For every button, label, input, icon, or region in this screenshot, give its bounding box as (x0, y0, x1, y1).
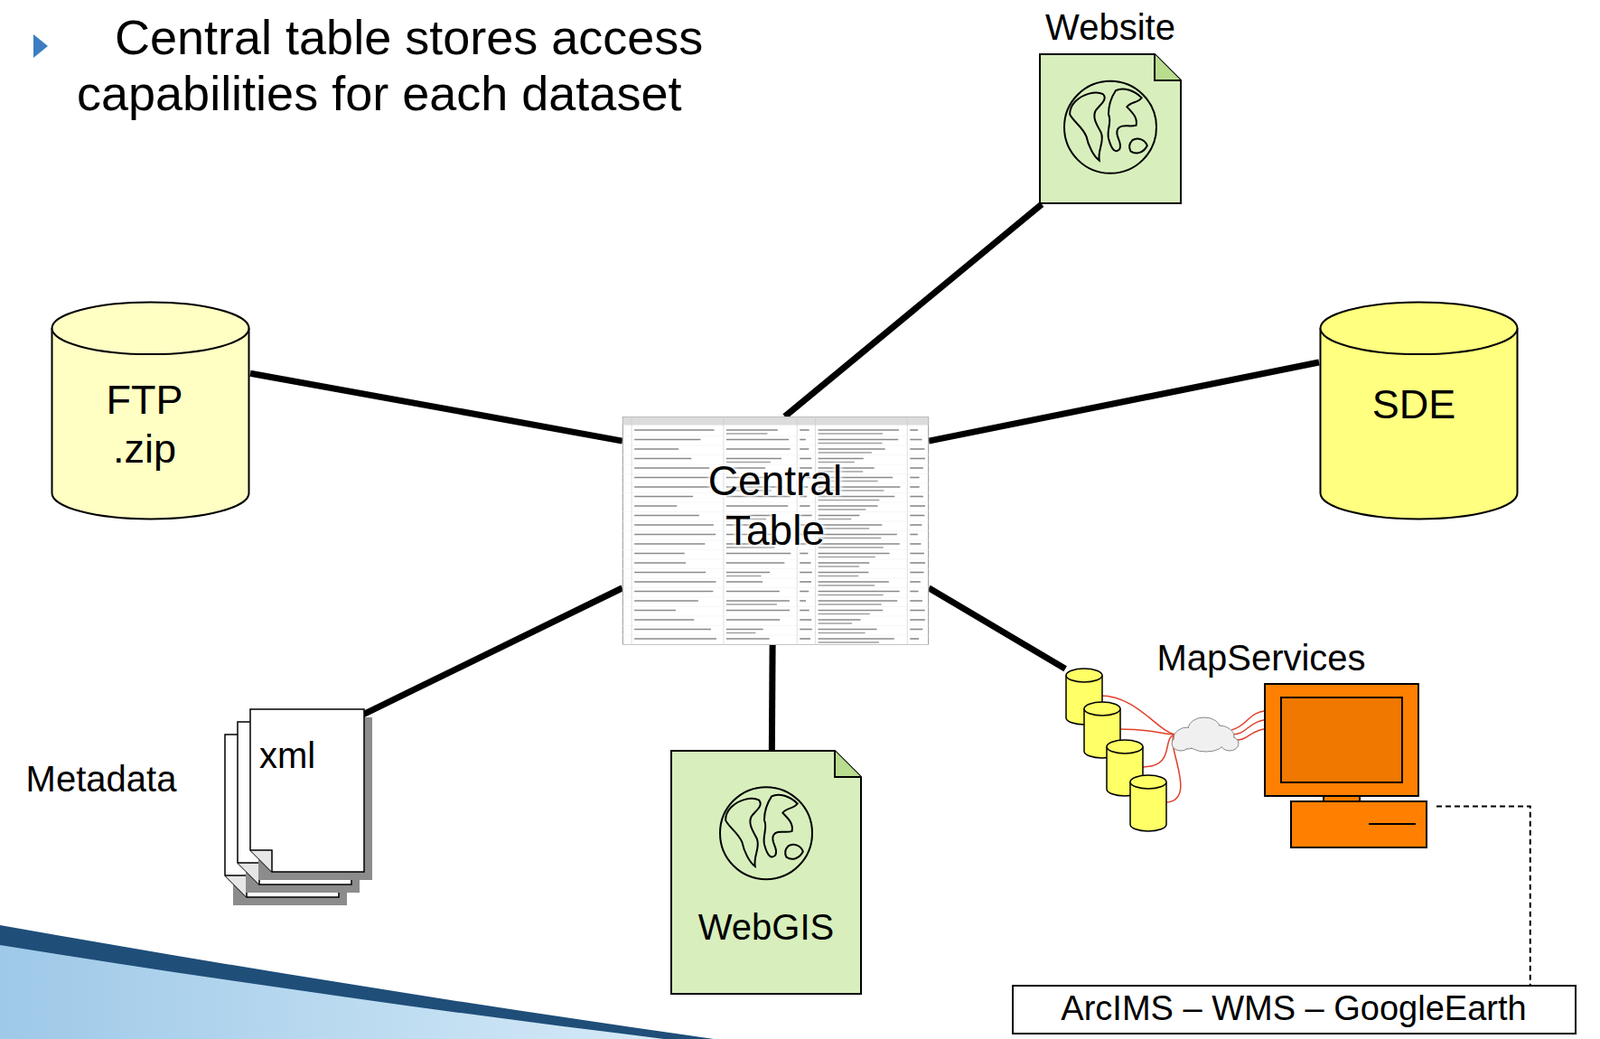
text-holder: xml (242, 733, 333, 777)
connector-line (928, 588, 1066, 669)
bullet-arrow (33, 34, 48, 58)
sde-cylinder-drawing (1320, 302, 1518, 520)
service-box-drawing (1012, 985, 1576, 1034)
mapservices-group-drawing (1066, 668, 1427, 848)
node-label: WebGIS (698, 905, 834, 949)
ftp-cylinder-drawing (52, 302, 250, 520)
mapservices-group: MapServices (1057, 632, 1441, 854)
connector-line (928, 362, 1320, 441)
text-holder: Website (1024, 5, 1197, 49)
webgis-page-outline (670, 749, 862, 995)
text-holder: MapServices (1143, 636, 1379, 680)
service-box: ArcIMS – WMS – GoogleEarth (1011, 984, 1577, 1035)
central-table-drawing (622, 416, 929, 646)
webgis-page: WebGIS (670, 749, 862, 995)
ftp-cylinder: FTP .zip (50, 300, 251, 521)
slide-title: Central table stores access capabilities… (76, 9, 908, 122)
website-page-outline (1038, 53, 1182, 205)
globe-icon (1064, 81, 1157, 174)
text-holder: WebGIS (675, 905, 857, 949)
mapservices-group-outline (1061, 663, 1437, 850)
sde-cylinder: SDE (1319, 300, 1519, 521)
node-label: MapServices (1156, 636, 1366, 680)
node-label: Central Table (675, 456, 875, 556)
node-label: SDE (1372, 380, 1457, 430)
node-label: Metadata (26, 757, 178, 801)
node-label: ArcIMS – WMS – GoogleEarth (1060, 988, 1526, 1030)
connector-line (768, 645, 777, 750)
connector-line (785, 204, 1042, 417)
metadata-stack: Metadata xml (3, 704, 389, 904)
node-sublabel: xml (259, 733, 316, 777)
central-table: Central Table (622, 416, 929, 646)
text-holder: Central Table (675, 456, 875, 556)
website-page-drawing (1039, 54, 1181, 204)
text-holder: Metadata (6, 757, 197, 801)
dashed-connector (1436, 806, 1531, 985)
node-label: Website (1045, 5, 1176, 49)
webgis-page-drawing (671, 750, 861, 994)
corner-stripe (0, 925, 714, 1039)
globe-icon (720, 786, 813, 880)
connector-line (250, 373, 623, 441)
text-holder: ArcIMS – WMS – GoogleEarth (1018, 988, 1570, 1030)
text-holder: SDE (1346, 380, 1482, 430)
metadata-stack-drawing (224, 709, 373, 906)
website-page: Website (1020, 3, 1200, 208)
text-holder: FTP .zip (90, 375, 199, 474)
node-label: FTP .zip (90, 375, 199, 474)
connector-line (362, 588, 623, 716)
